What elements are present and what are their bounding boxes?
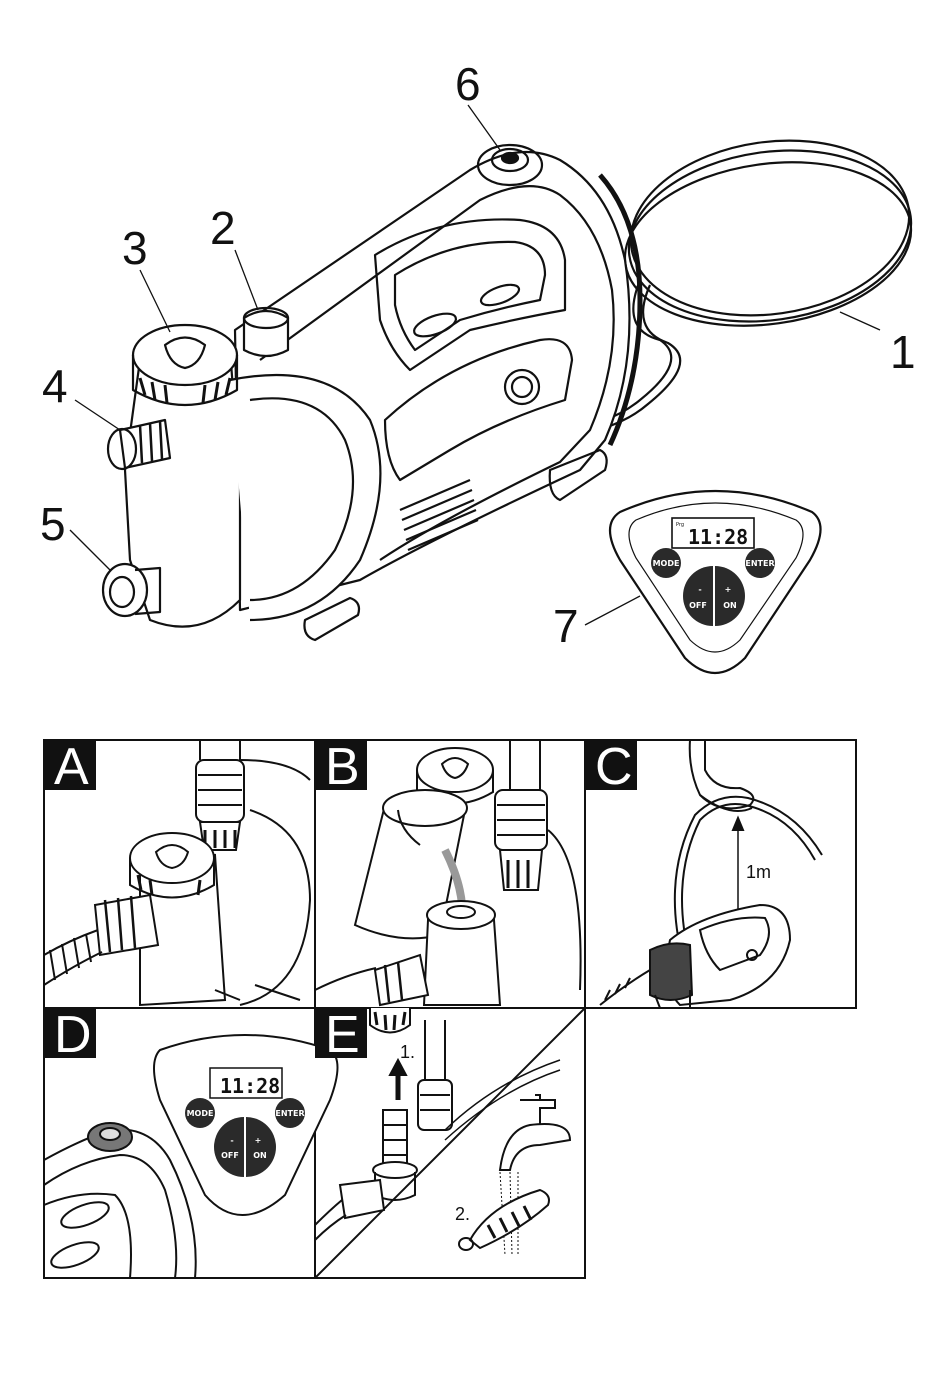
panel-b-letter: B [325,738,360,796]
svg-text:+: + [725,585,732,594]
lcd-time: 11:28 [688,525,748,549]
svg-text:-: - [230,1136,233,1145]
panel-c-letter: C [595,738,633,796]
step-2-label: 2. [455,1204,470,1224]
svg-text:+: + [255,1136,262,1145]
callout-4: 4 [42,360,68,412]
svg-text:OFF: OFF [221,1151,239,1160]
svg-text:MODE: MODE [187,1109,214,1118]
mode-button-d[interactable]: MODE [185,1098,215,1128]
lcd-time-d: 11:28 [220,1074,280,1098]
mode-button[interactable]: MODE [651,548,681,578]
svg-text:-: - [698,585,701,594]
control-panel-7: Prg 11:28 MODE ENTER - OFF + ON [610,491,821,673]
callout-1: 1 [890,326,916,378]
callout-3: 3 [122,222,148,274]
svg-text:MODE: MODE [653,559,680,568]
enter-button[interactable]: ENTER [745,548,775,578]
panel-d: 11:28 MODE ENTER - OFF + ON D [44,1006,338,1278]
svg-text:ENTER: ENTER [745,559,774,568]
svg-text:ON: ON [253,1151,267,1160]
svg-text:OFF: OFF [689,601,707,610]
svg-text:ENTER: ENTER [275,1109,304,1118]
callout-2: 2 [210,202,236,254]
panel-e: 1. 2. E [315,1006,585,1278]
panel-e-letter: E [325,1006,360,1064]
panel-a-letter: A [54,738,89,796]
panel-b: B [315,738,581,1005]
step-1-label: 1. [400,1042,415,1062]
panel-d-letter: D [54,1006,92,1064]
svg-text:ON: ON [723,601,737,610]
panel-a: A [44,738,310,1005]
height-label: 1m [746,862,771,882]
enter-button-d[interactable]: ENTER [275,1098,305,1128]
callout-6: 6 [455,58,481,110]
callout-7: 7 [553,600,579,652]
lcd-prefix: Prg [676,522,684,528]
callout-5: 5 [40,498,66,550]
panel-c: 1m C [585,738,822,1008]
